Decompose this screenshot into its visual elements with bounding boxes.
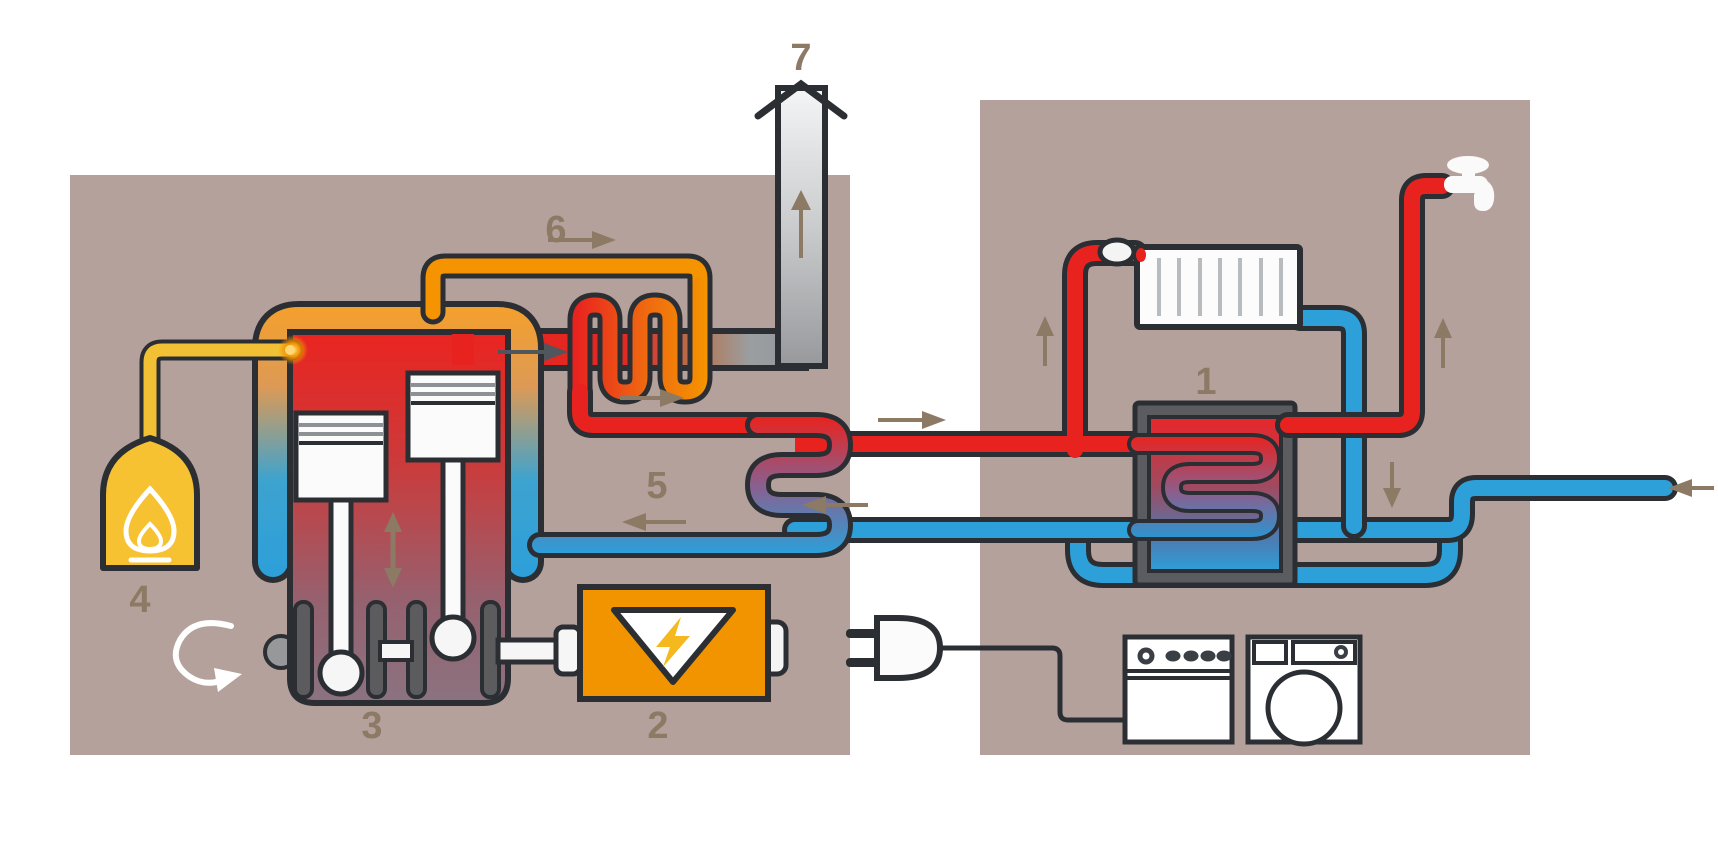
drive-shaft (495, 624, 583, 677)
label-3-engine: 3 (361, 705, 382, 747)
coil5-cold-arrow-icon (622, 513, 686, 531)
crankshaft (293, 600, 501, 699)
crank-journal (317, 649, 365, 697)
crank-journal (429, 614, 477, 662)
return-arrow-icon (802, 496, 868, 514)
label-1-hot-water-tank: 1 (1195, 361, 1216, 403)
piston-rod (440, 457, 466, 635)
down-arrow-icon (1383, 462, 1401, 508)
fuel-pipe (139, 339, 303, 456)
hot-water-tap-pipe (1275, 173, 1455, 438)
hot-supply-pipe (795, 240, 1150, 458)
crank-web (378, 640, 414, 662)
exhaust-seam (452, 334, 474, 365)
plug-icon (846, 615, 944, 681)
radiator-return-pipe (1287, 305, 1367, 539)
chimney-cap-icon (754, 79, 848, 120)
lightning-icon (656, 617, 690, 667)
rotation-arrow-icon (172, 620, 242, 692)
label-5-heat-exchanger: 5 (646, 465, 667, 507)
coil6-flow-arrow-icon (548, 231, 616, 249)
hot-water-tank (1127, 400, 1298, 588)
coil5-hot-arrow-icon (620, 389, 684, 407)
fuel-tank (100, 435, 200, 571)
piston-right (405, 370, 501, 635)
faucet-icon (1444, 156, 1495, 211)
generator (577, 584, 771, 702)
flue-up-arrow-icon (791, 190, 811, 258)
flame-icon (123, 485, 177, 563)
exhaust-heat-exchanger-coil (420, 253, 775, 438)
label-7-chimney: 7 (790, 37, 811, 79)
ignition-point (285, 345, 295, 355)
label-6-exhaust-exchanger: 6 (545, 209, 566, 251)
tap-up-arrow-icon (1434, 318, 1452, 368)
radiator-up-arrow-icon (1036, 316, 1054, 366)
piston-rod (328, 497, 354, 678)
piston-motion-arrow-icon (384, 512, 402, 588)
cold-inlet-arrow-icon (1668, 479, 1714, 497)
engine-cooling-jacket (252, 301, 544, 583)
stove-icon (1122, 634, 1235, 745)
power-cable (937, 645, 1125, 723)
cold-return-main-pipe (782, 475, 1678, 543)
label-2-generator: 2 (647, 705, 668, 747)
washing-machine-icon (1245, 634, 1363, 747)
valve-nub (1136, 248, 1146, 262)
heat-exchanger-coil (527, 412, 854, 558)
supply-arrow-icon (878, 411, 946, 429)
exhaust-flow-arrow-icon (498, 343, 568, 361)
radiator-valve (1097, 237, 1137, 267)
label-4-fuel-tank: 4 (129, 579, 150, 621)
piston-left (293, 410, 389, 678)
radiator-icon (1134, 244, 1303, 330)
